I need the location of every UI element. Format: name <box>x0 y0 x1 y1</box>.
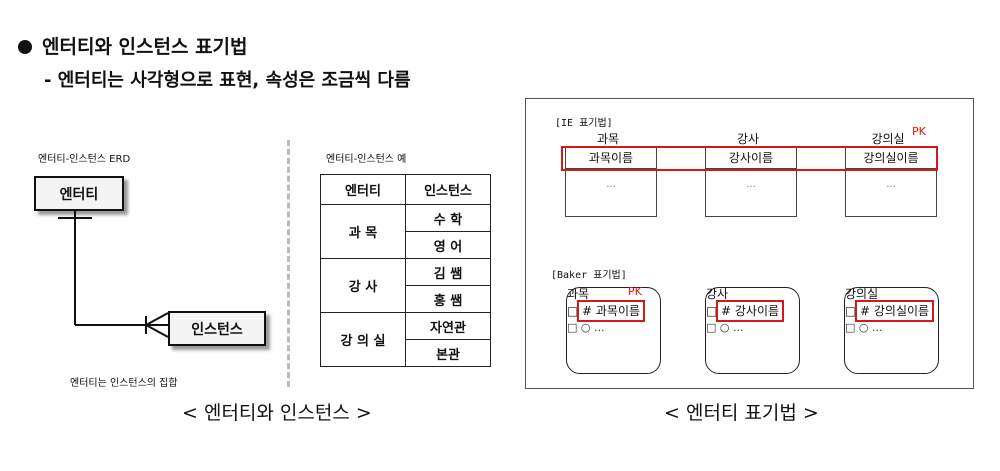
baker-pk-attribute: # 강사이름 <box>716 300 785 322</box>
right-caption: < 엔터티 표기법 > <box>664 402 819 424</box>
table-header: 인스턴스 <box>405 174 491 205</box>
ie-pk-attribute: 강사이름 <box>706 148 796 169</box>
table-row: 홍 쌤 <box>321 285 491 313</box>
baker-entity-title: 강사 <box>706 287 729 301</box>
baker-attribute: □ ○ ... <box>706 321 744 334</box>
section-heading: 엔터티와 인스턴스 표기법 <box>18 32 248 59</box>
ie-entity-box: 과목이름 ... <box>565 147 657 217</box>
baker-notation-label: [Baker 표기법] <box>551 270 627 281</box>
table-cell-instance: 김 쌤 <box>405 258 491 286</box>
table-cell-entity: 과 목 <box>320 204 406 259</box>
baker-attribute: □ ○ ... <box>845 321 883 334</box>
example-title: 엔터티-인스턴스 예 <box>326 154 407 165</box>
baker-entity-title: 강의실 <box>845 287 879 301</box>
erd-title: 엔터티-인스턴스 ERD <box>38 154 131 165</box>
bullet-icon <box>18 40 32 54</box>
table-cell-instance: 수 학 <box>405 204 491 232</box>
baker-entity-title: 과목 <box>567 287 590 301</box>
erd-entity-box: 엔터티 <box>34 176 124 211</box>
example-table: 엔터티 인스턴스 과 목 수 학 영 어 강 사 김 쌤 홍 쌤 강 의 실 자… <box>320 174 491 367</box>
erd-instance-label: 인스턴스 <box>191 321 243 338</box>
ie-entity-box: 강사이름 ... <box>705 147 797 217</box>
ie-entity-box: 강의실이름 ... <box>845 147 937 217</box>
ie-pk-highlight <box>561 146 938 171</box>
left-caption: < 엔터티와 인스턴스 > <box>182 402 372 424</box>
erd-relationship-line <box>58 209 169 338</box>
ie-entity-title: 강의실 <box>871 132 905 146</box>
ie-pk-attribute: 과목이름 <box>566 148 656 169</box>
ie-entity-title: 강사 <box>736 132 760 146</box>
table-row: 본관 <box>321 339 491 367</box>
table-cell-instance: 본관 <box>405 339 491 367</box>
table-row: 과 목 수 학 <box>320 204 491 259</box>
table-cell-instance: 자연관 <box>405 312 491 340</box>
baker-checkbox: □ <box>567 304 579 318</box>
erd-entity-label: 엔터티 <box>59 186 99 203</box>
table-cell-instance: 영 어 <box>405 231 491 259</box>
baker-checkbox: □ <box>845 304 857 318</box>
table-cell-instance: 홍 쌤 <box>405 285 491 313</box>
baker-checkbox: □ <box>706 304 718 318</box>
erd-footnote: 엔터티는 인스턴스의 집합 <box>70 378 178 389</box>
ie-attribute-ellipsis: ... <box>746 179 756 190</box>
ie-pk-attribute: 강의실이름 <box>846 148 936 169</box>
ie-pk-label: PK <box>912 125 926 138</box>
table-header: 엔터티 <box>320 174 406 205</box>
erd-instance-box: 인스턴스 <box>168 311 266 346</box>
table-row: 강 의 실 자연관 <box>320 312 491 367</box>
notation-panel <box>525 98 974 389</box>
table-row: 강 사 김 쌤 <box>320 258 491 313</box>
baker-pk-label: PK <box>628 285 642 298</box>
ie-notation-label: [IE 표기법] <box>555 118 613 129</box>
section-subheading: - 엔터티는 사각형으로 표현, 속성은 조금씩 다름 <box>44 70 411 91</box>
ie-entity-title: 과목 <box>596 132 620 146</box>
table-cell-entity: 강 의 실 <box>320 312 406 367</box>
table-header-row: 엔터티 인스턴스 <box>320 174 491 205</box>
baker-pk-attribute: # 과목이름 <box>577 300 646 322</box>
ie-attribute-ellipsis: ... <box>606 179 616 190</box>
table-cell-entity: 강 사 <box>320 258 406 313</box>
divider <box>287 140 290 387</box>
ie-attribute-ellipsis: ... <box>886 179 896 190</box>
baker-attribute: □ ○ ... <box>567 321 605 334</box>
baker-pk-attribute: # 강의실이름 <box>855 300 935 322</box>
